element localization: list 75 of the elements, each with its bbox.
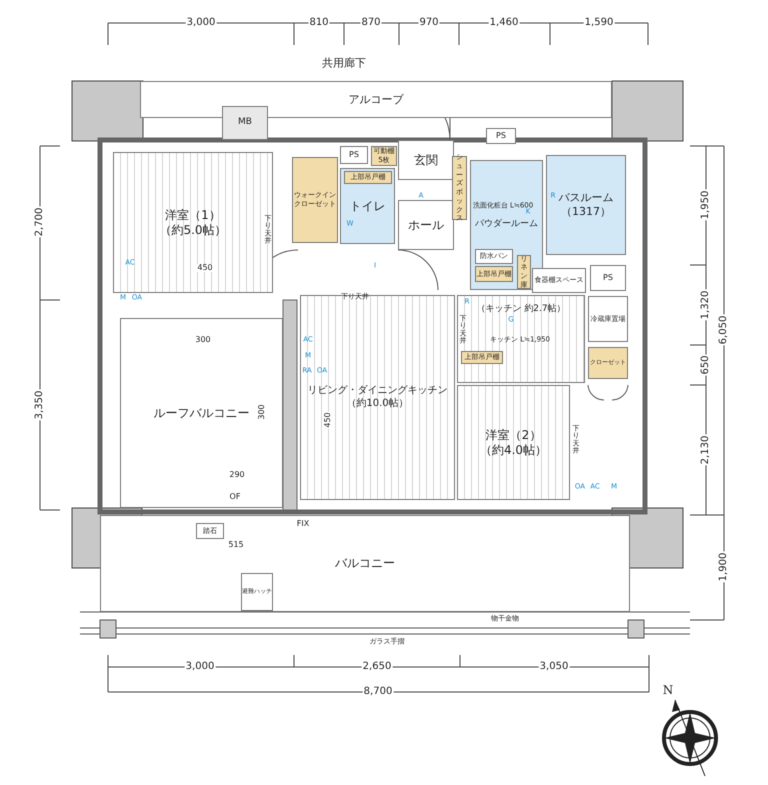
room-label: トイレ	[350, 198, 386, 214]
room-label: リビング・ダイニングキッチン	[308, 385, 448, 398]
dimension-label: 3,050	[538, 662, 570, 672]
powder-room	[470, 160, 543, 290]
escape-hatch	[241, 573, 273, 611]
dimension-label: 1,950	[701, 190, 711, 220]
fridge-space	[588, 296, 628, 342]
note-text: 共用廊下	[321, 58, 367, 68]
room-label: PS	[349, 150, 359, 160]
room-label: 玄関	[414, 152, 438, 168]
dimension-label: 810	[308, 18, 330, 28]
cabinet-area	[461, 351, 503, 364]
room-label: バスルーム	[558, 191, 614, 205]
alcove-area	[140, 81, 612, 118]
room-label: 洋室（2）	[486, 428, 542, 442]
dimension-label: 650	[701, 354, 711, 376]
room-size-label: （約10.0帖）	[346, 398, 409, 410]
dimension-label: 3,000	[186, 18, 216, 28]
dimension-label: 1,320	[701, 290, 711, 320]
hall-area	[398, 200, 454, 250]
room-label: アルコーブ	[348, 92, 404, 106]
dimension-label: 515	[227, 541, 245, 549]
closet-area	[588, 347, 628, 379]
room-label: （キッチン 約2.7帖）	[476, 304, 566, 316]
pipe-space	[340, 146, 368, 164]
entrance-area	[398, 140, 454, 180]
linen-cabinet	[517, 255, 531, 289]
dimension-label: 8,700	[362, 687, 394, 697]
room-size-label: （約4.0帖）	[480, 442, 548, 458]
closet-area	[292, 157, 338, 243]
dimension-label: OF	[228, 493, 242, 501]
dimension-label: 290	[228, 471, 246, 479]
dimension-label: 2,130	[701, 434, 711, 466]
room-label: パウダールーム	[475, 219, 538, 231]
cabinet-area	[475, 266, 513, 282]
dimension-label: FIX	[296, 520, 310, 528]
room-size-label: （約5.0帖）	[159, 222, 227, 238]
room-size-label: （1317）	[561, 205, 611, 219]
north-label: N	[662, 684, 674, 696]
cabinet-area	[344, 171, 392, 184]
roof-balcony	[120, 318, 283, 508]
bedroom	[113, 152, 273, 293]
dimension-label: 870	[360, 18, 382, 28]
dimension-label: 970	[418, 18, 440, 28]
bathroom	[546, 155, 626, 255]
dimension-label: 1,460	[488, 18, 520, 28]
dimension-label: 300	[194, 336, 212, 344]
dimension-label: 2,650	[362, 662, 392, 672]
room-label: 洋室（1）	[165, 208, 221, 222]
dimension-label: 1,590	[584, 18, 614, 28]
dimension-label: 2,700	[35, 206, 45, 238]
room-label: ホール	[408, 218, 444, 232]
room-label: ルーフバルコニー	[154, 406, 250, 420]
balcony-area	[100, 515, 630, 612]
dimension-label: 3,350	[35, 390, 45, 420]
dimension-label: 6,050	[719, 314, 729, 346]
toilet-room	[340, 168, 395, 244]
room-label: PS	[496, 131, 506, 141]
cupboard-space	[532, 268, 586, 293]
room-label: バルコニー	[335, 556, 395, 571]
dimension-label: 300	[258, 403, 266, 421]
bedroom	[457, 385, 570, 500]
dimension-label: 3,000	[184, 662, 216, 672]
room-label: PS	[603, 273, 613, 283]
dimension-label: 450	[196, 264, 214, 272]
dimension-label: 450	[324, 411, 332, 429]
stepping-stone	[196, 523, 224, 539]
pipe-space	[590, 265, 626, 291]
room-label: MB	[238, 117, 252, 129]
meter-box	[222, 106, 268, 140]
dimension-label: 1,900	[719, 552, 729, 582]
washer-pan	[475, 249, 513, 264]
pipe-space	[486, 128, 516, 144]
shoe-cabinet	[452, 156, 467, 220]
kitchen-area	[457, 295, 585, 383]
